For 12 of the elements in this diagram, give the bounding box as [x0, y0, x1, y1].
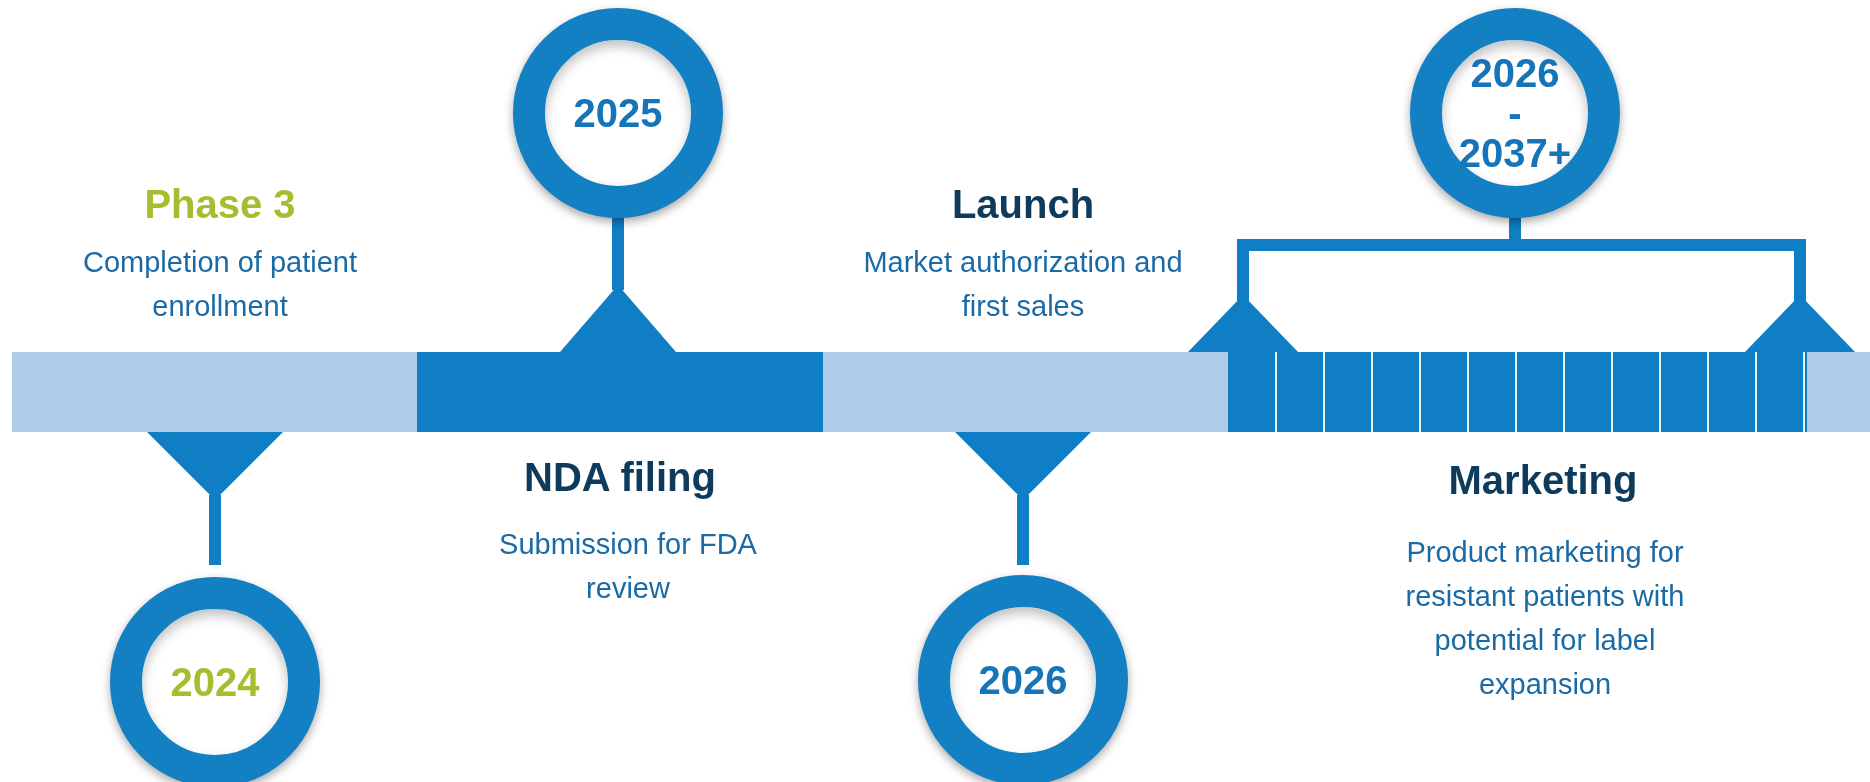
description-text: Submission for FDA review — [498, 527, 758, 606]
description-text: Market authorization and first sales — [862, 245, 1184, 324]
year-badge: 2026 — [918, 575, 1128, 782]
year-badge: 2024 — [110, 577, 320, 782]
year-badge: 2026 - 2037+ — [1410, 8, 1620, 218]
year-badge: 2025 — [513, 8, 723, 218]
milestone-heading: Phase 3 — [144, 182, 296, 227]
description-text: Completion of patient enrollment — [81, 245, 359, 324]
milestone-heading: Launch — [951, 182, 1095, 227]
milestone-heading: Marketing — [1448, 458, 1638, 503]
milestone-heading: NDA filing — [524, 455, 716, 500]
description-text: Product marketing for resistant patients with potential for label expansion — [1404, 535, 1686, 702]
